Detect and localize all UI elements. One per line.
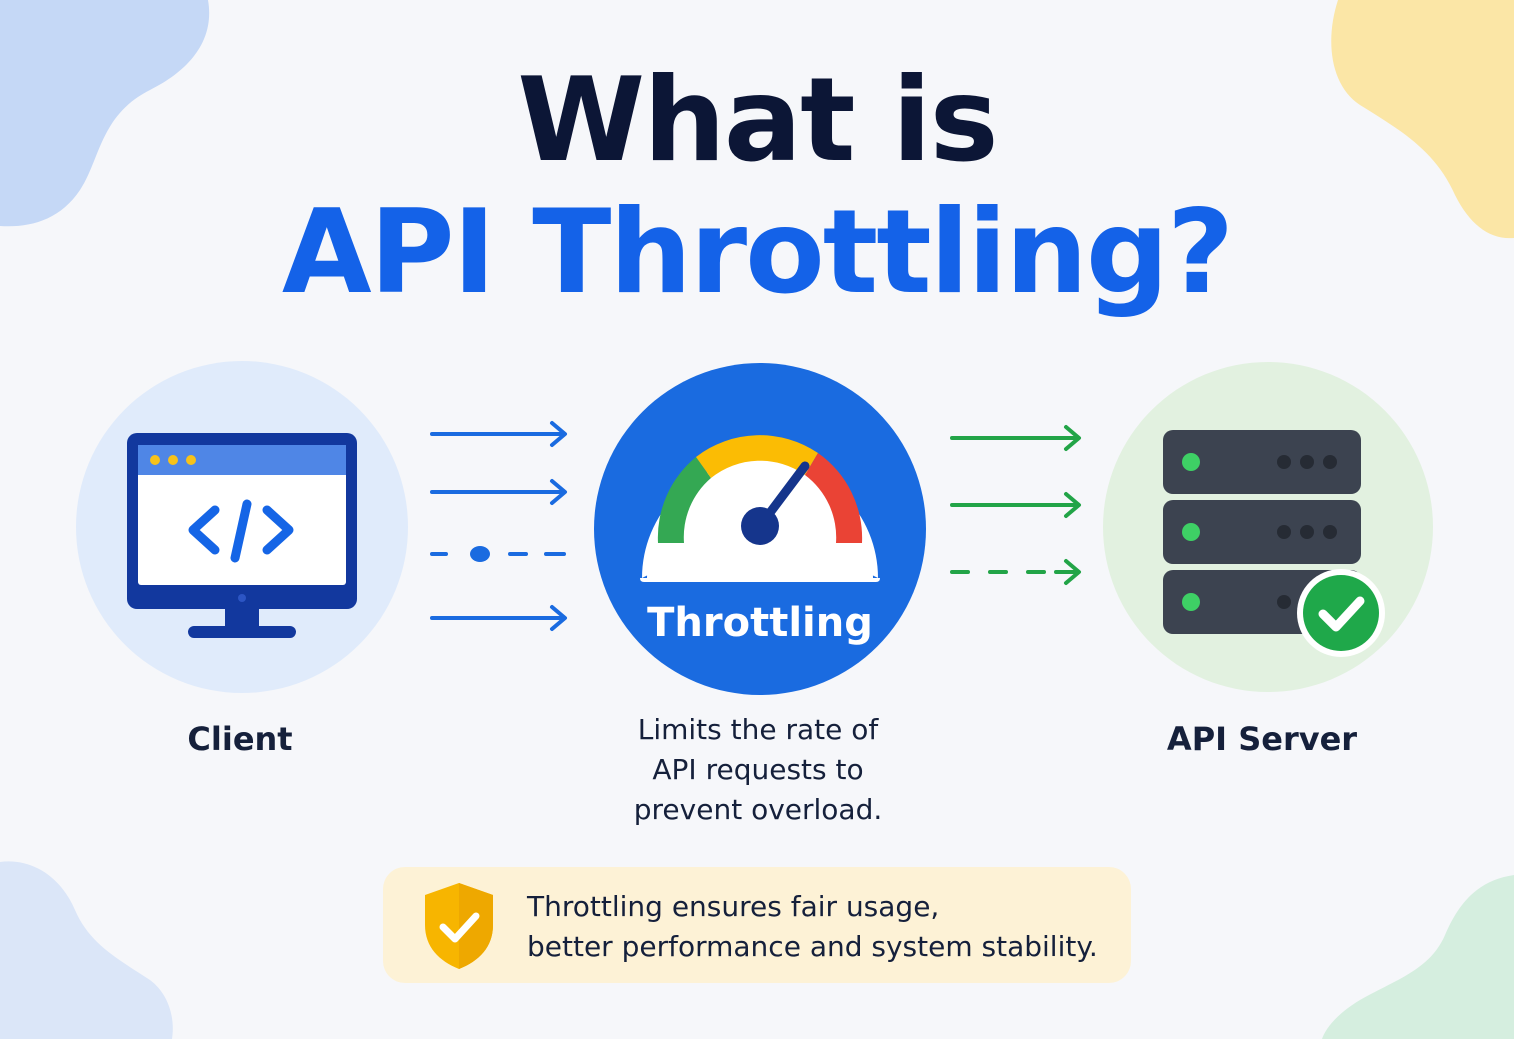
throttle-label-text: Throttling [647, 600, 873, 646]
client-label: Client [187, 720, 293, 758]
description-line-2: API requests to [652, 753, 864, 786]
description-line-3: prevent overload. [633, 793, 883, 826]
speedometer-gauge-icon [640, 435, 880, 582]
callout-line-1: Throttling ensures fair usage, [527, 890, 940, 923]
title-line-1: What is [517, 53, 998, 188]
client-node [76, 361, 408, 693]
allowed-requests-arrows [950, 425, 1081, 585]
callout-banner: Throttling ensures fair usage, better pe… [383, 867, 1131, 983]
blob-bottom-left [0, 861, 173, 1039]
blob-bottom-right [1322, 875, 1514, 1039]
throttle-node [594, 363, 926, 695]
callout-line-2: better performance and system stability. [527, 930, 1098, 963]
blob-top-left [0, 0, 210, 227]
server-label: API Server [1166, 720, 1358, 758]
shield-check-icon [425, 883, 493, 969]
incoming-requests-arrows [430, 421, 567, 631]
throttle-label: Throttling [647, 600, 873, 646]
check-badge-icon [1297, 569, 1385, 657]
description-line-1: Limits the rate of [637, 713, 879, 746]
code-monitor-icon [127, 433, 357, 638]
callout-text: Throttling ensures fair usage, better pe… [527, 887, 1098, 967]
blob-top-right [1331, 0, 1514, 239]
throttle-description: Limits the rate of API requests to preve… [578, 710, 938, 830]
title-line-2: API Throttling? [281, 185, 1234, 320]
server-node [1103, 362, 1433, 692]
